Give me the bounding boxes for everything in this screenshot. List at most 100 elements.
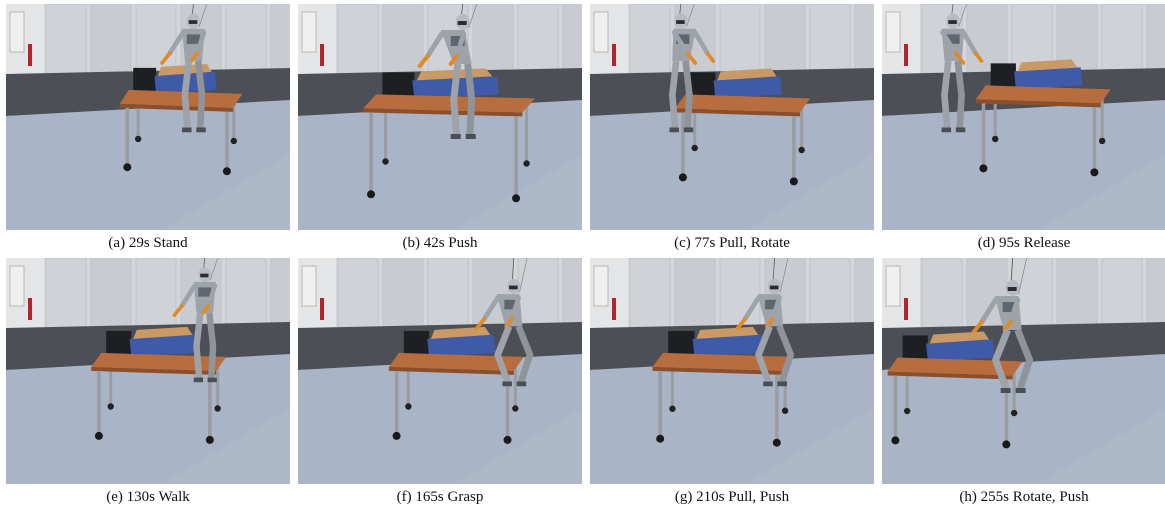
table-leg-back [384, 96, 388, 160]
wall-poster [301, 265, 317, 307]
humanoid-robot [172, 258, 218, 383]
photo-h [882, 258, 1165, 484]
fire-extinguisher [320, 298, 324, 320]
table-leg-front [505, 374, 510, 437]
table-wheel [94, 431, 103, 440]
panel-h: (h) 255s Rotate, Push [882, 258, 1165, 508]
robot-foot [763, 381, 773, 387]
table-wheel [1090, 168, 1099, 177]
table-leg-back [109, 354, 113, 405]
table-leg-front [775, 374, 779, 440]
robot-foot [516, 381, 527, 387]
fire-extinguisher [28, 298, 32, 320]
robot-leg [194, 60, 206, 130]
toolbox-tools [133, 326, 193, 339]
table-wheel [798, 146, 805, 154]
safety-rope [468, 4, 478, 29]
robot-arm [940, 30, 959, 56]
wall-panel [1146, 258, 1165, 331]
table-leg-back [216, 356, 220, 407]
scene-a [6, 4, 290, 230]
wall-panel [135, 258, 177, 331]
robot-arm [961, 30, 979, 56]
table-wheel [669, 405, 676, 412]
photo-a [6, 4, 290, 230]
robot-leg [776, 325, 795, 385]
table-leg-front [1092, 107, 1097, 170]
table-wheel [789, 177, 798, 186]
toolbox-blue-tray [427, 334, 496, 357]
robot-forearm [448, 54, 459, 66]
wall-panel [674, 258, 716, 331]
caption-g: (g) 210s Pull, Push [674, 489, 790, 505]
table-wheel [503, 435, 512, 444]
safety-rope [1018, 258, 1027, 295]
wall-poster [885, 265, 901, 307]
photo-f [298, 258, 582, 484]
wall-panel [517, 4, 559, 77]
robot-foot [955, 127, 966, 133]
caption-a: (a) 29s Stand [108, 235, 188, 251]
table-wheel [678, 173, 687, 182]
robot-visor [457, 21, 467, 25]
table-wheel [992, 135, 999, 143]
wall-panel [1101, 258, 1143, 331]
robot-forearm [160, 51, 172, 65]
wall-panel [382, 258, 424, 331]
robot-leg [1014, 328, 1034, 392]
robot-foot [777, 381, 787, 387]
toolbox-black-case [668, 330, 695, 355]
robot-visor [676, 20, 685, 24]
robot-chest-plate [765, 299, 779, 310]
wall-panel [854, 4, 874, 77]
caption-c: (c) 77s Pull, Rotate [674, 235, 790, 251]
robot-chest-plate [198, 287, 212, 297]
table-top [675, 94, 811, 113]
toolbox-blue-tray [713, 76, 782, 99]
toolbox-black-case [403, 330, 430, 355]
robot-forearm [971, 320, 984, 334]
wall-panel [270, 4, 290, 77]
table-top [975, 85, 1111, 104]
fire-extinguisher [320, 44, 324, 66]
wall-panel [45, 258, 87, 331]
photo-g [590, 258, 874, 484]
scene-h [882, 258, 1165, 484]
table-leg-back [1100, 89, 1104, 139]
wall-panel [90, 4, 132, 77]
table-wheel [392, 431, 401, 440]
robot-forearm [172, 304, 184, 317]
table-leg-back [905, 359, 909, 410]
wall-panel [921, 258, 963, 331]
caption-d: (d) 95s Release [977, 235, 1071, 251]
humanoid-robot [160, 4, 208, 133]
wall-panel [45, 4, 87, 77]
table-wheel [656, 434, 665, 443]
table-wheel [367, 190, 376, 199]
wall-panel [629, 4, 671, 77]
wall-panel [472, 4, 514, 77]
wall-panel [809, 258, 851, 331]
table-leg-front [394, 370, 399, 433]
robot-leg [682, 60, 693, 130]
table-wheel [772, 438, 781, 447]
toolbox-tools [717, 68, 777, 81]
wall-panel [517, 258, 559, 331]
safety-rope [780, 258, 789, 293]
robot-forearm [973, 51, 984, 63]
robot-arm [194, 30, 207, 56]
robot-foot [450, 134, 461, 139]
panel-g: (g) 210s Pull, Push [590, 258, 874, 508]
robot-foot [683, 127, 694, 133]
robot-visor [200, 273, 209, 278]
table-top [887, 357, 1023, 376]
safety-rope [958, 4, 967, 27]
table-leg-front [369, 112, 373, 192]
robot-arm [509, 295, 521, 322]
panel-f: (f) 165s Grasp [298, 258, 582, 508]
table-wheel [903, 407, 911, 415]
robot-foot [182, 127, 192, 133]
table-edge [91, 366, 217, 375]
robot-forearm [953, 51, 966, 65]
table-leg-back [513, 356, 517, 407]
